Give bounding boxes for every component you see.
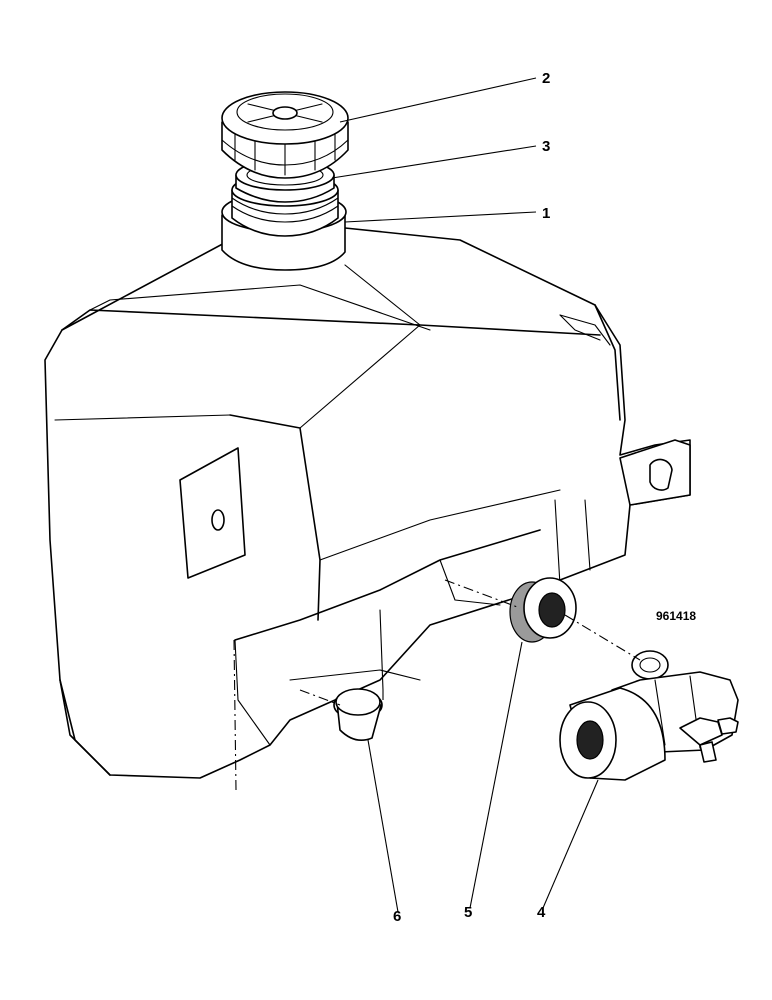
- grommet: [509, 577, 577, 643]
- filler-cap: [221, 91, 349, 179]
- washer-pump: [559, 650, 739, 781]
- assembly-centerlines: [233, 579, 641, 791]
- reservoir-tank: [44, 227, 691, 779]
- callout-1: 1: [542, 205, 550, 222]
- callout-2: 2: [542, 70, 550, 87]
- callout-5: 5: [464, 904, 472, 921]
- callout-3: 3: [542, 138, 550, 155]
- callout-6: 6: [393, 908, 401, 925]
- figure-reference-number: 961418: [656, 609, 696, 623]
- leader-lines: [331, 77, 599, 913]
- callout-4: 4: [537, 904, 546, 921]
- blanking-plug: [333, 688, 383, 741]
